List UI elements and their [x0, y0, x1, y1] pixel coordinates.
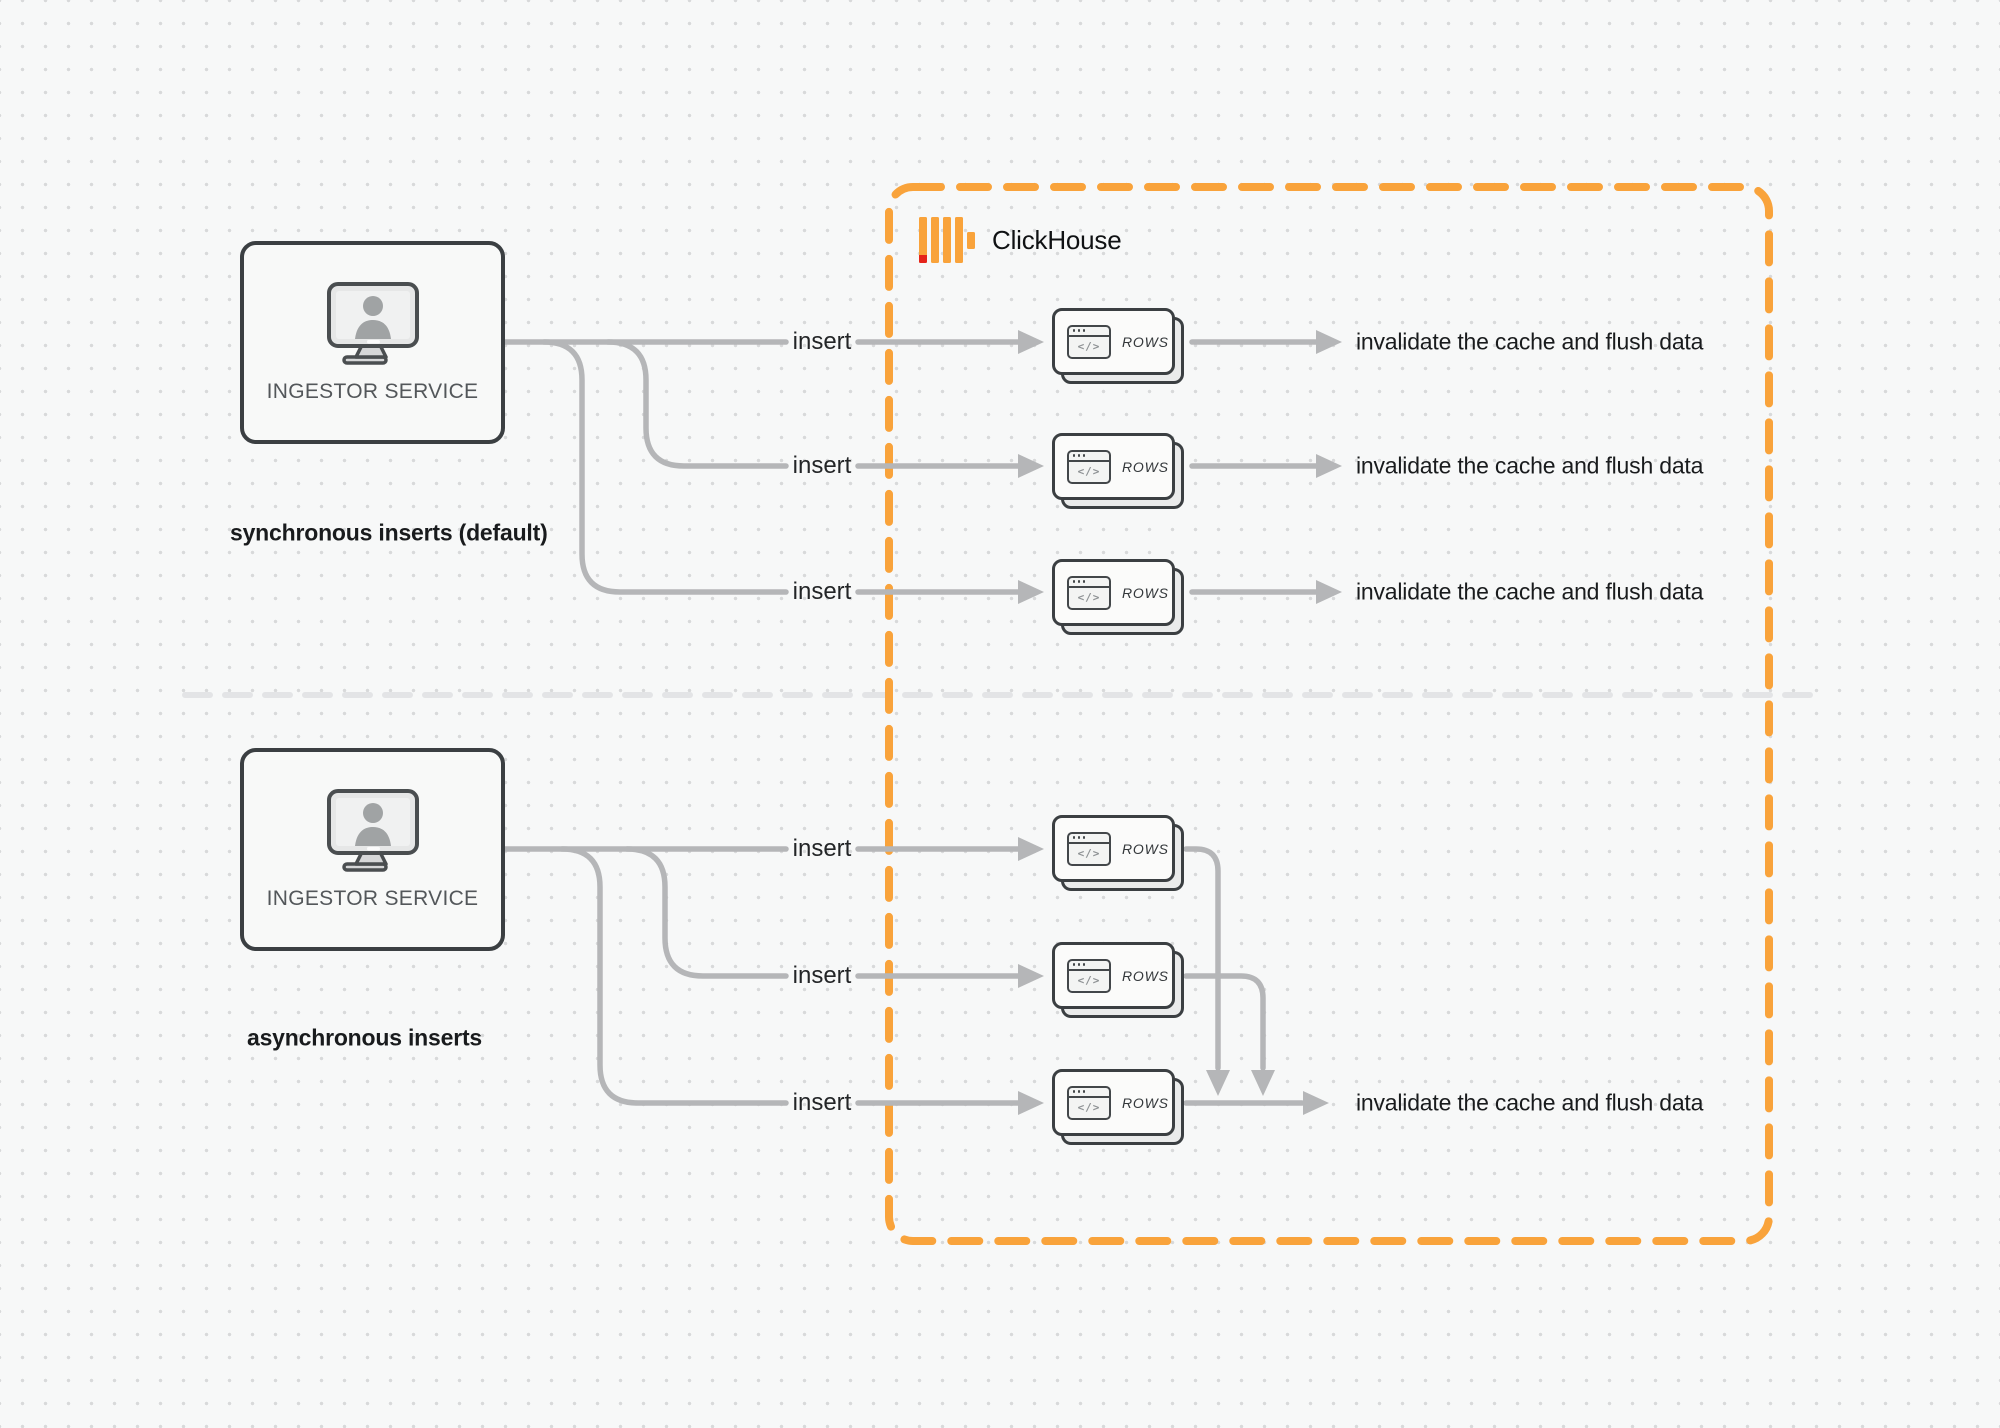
code-glyph: </>	[1077, 465, 1101, 478]
sync-branch-row2	[605, 339, 789, 469]
async-branch-row2	[624, 846, 789, 979]
rows-card-front: </> ROWS	[1052, 942, 1175, 1009]
clickhouse-bar-short-icon	[967, 231, 975, 249]
rows-label: ROWS	[1122, 967, 1169, 984]
sync-caption: synchronous inserts (default)	[230, 519, 548, 546]
sync-insert-label-3: insert	[792, 578, 852, 605]
clickhouse-bar-icon	[931, 217, 939, 263]
rows-card-front: </> ROWS	[1052, 815, 1175, 882]
code-glyph: </>	[1077, 1101, 1101, 1114]
code-glyph: </>	[1077, 847, 1101, 860]
async-caption: asynchronous inserts	[247, 1024, 483, 1051]
sync-result-arrowhead-1	[1316, 330, 1342, 354]
async-merge-arrow-2	[1183, 973, 1266, 1071]
clickhouse-wordmark: ClickHouse	[992, 224, 1122, 255]
async-insert-label-3: insert	[792, 1089, 852, 1116]
sync-result-arrowhead-2	[1316, 454, 1342, 478]
code-window-icon: </>	[1067, 575, 1111, 610]
sync-rows-card-3: </> ROWS	[1052, 559, 1184, 635]
rows-label: ROWS	[1122, 333, 1169, 350]
rows-card-front: </> ROWS	[1052, 308, 1175, 375]
sync-result-label-2: invalidate the cache and flush data	[1356, 452, 1704, 479]
clickhouse-logo: ClickHouse	[919, 217, 1122, 263]
clickhouse-bar-icon	[955, 217, 963, 263]
code-glyph: </>	[1077, 340, 1101, 353]
async-insert-arrowhead-2	[1018, 964, 1044, 988]
async-rows-card-2: </> ROWS	[1052, 942, 1184, 1018]
rows-label: ROWS	[1122, 1094, 1169, 1111]
sync-rows-card-1: </> ROWS	[1052, 308, 1184, 384]
clickhouse-bar-icon	[943, 217, 951, 263]
rows-card-front: </> ROWS	[1052, 1069, 1175, 1136]
sync-insert-arrowhead-3	[1018, 580, 1044, 604]
rows-card-front: </> ROWS	[1052, 433, 1175, 500]
sync-insert-arrowhead-1	[1018, 330, 1044, 354]
code-window-icon: </>	[1067, 1085, 1111, 1120]
async-ingestor-service-box: INGESTOR SERVICE	[240, 748, 505, 951]
rows-label: ROWS	[1122, 840, 1169, 857]
async-insert-label-1: insert	[792, 835, 852, 862]
async-branch-row3	[559, 846, 789, 1106]
async-result-arrowhead	[1303, 1091, 1329, 1115]
sync-ingestor-service-box: INGESTOR SERVICE	[240, 241, 505, 444]
sync-result-arrowhead-3	[1316, 580, 1342, 604]
sync-result-label-3: invalidate the cache and flush data	[1356, 578, 1704, 605]
clickhouse-container-border	[885, 183, 1773, 1245]
async-merge-arrow-1	[1183, 846, 1221, 1071]
sync-branch-row3	[541, 339, 789, 595]
async-rows-card-1: </> ROWS	[1052, 815, 1184, 891]
monitor-user-icon	[326, 282, 419, 365]
rows-card-front: </> ROWS	[1052, 559, 1175, 626]
sync-result-label-1: invalidate the cache and flush data	[1356, 328, 1704, 355]
async-ingestor-service-label: INGESTOR SERVICE	[266, 887, 479, 910]
code-window-icon: </>	[1067, 831, 1111, 866]
code-window-icon: </>	[1067, 449, 1111, 484]
monitor-user-icon	[326, 789, 419, 872]
async-result-label: invalidate the cache and flush data	[1356, 1089, 1704, 1116]
async-merge-arrowhead-1	[1206, 1070, 1230, 1096]
async-insert-label-2: insert	[792, 962, 852, 989]
sync-rows-card-2: </> ROWS	[1052, 433, 1184, 509]
async-insert-arrowhead-3	[1018, 1091, 1044, 1115]
clickhouse-bar-red-icon	[919, 217, 927, 263]
rows-label: ROWS	[1122, 584, 1169, 601]
code-glyph: </>	[1077, 591, 1101, 604]
async-insert-arrowhead-1	[1018, 837, 1044, 861]
code-glyph: </>	[1077, 974, 1101, 987]
code-window-icon: </>	[1067, 958, 1111, 993]
sync-insert-arrowhead-2	[1018, 454, 1044, 478]
clickhouse-bars-icon	[919, 217, 975, 263]
sync-insert-label-1: insert	[792, 328, 852, 355]
async-merge-arrowhead-2	[1251, 1070, 1275, 1096]
sync-ingestor-service-label: INGESTOR SERVICE	[266, 380, 479, 403]
async-rows-card-3: </> ROWS	[1052, 1069, 1184, 1145]
code-window-icon: </>	[1067, 324, 1111, 359]
rows-label: ROWS	[1122, 458, 1169, 475]
sync-insert-label-2: insert	[792, 452, 852, 479]
